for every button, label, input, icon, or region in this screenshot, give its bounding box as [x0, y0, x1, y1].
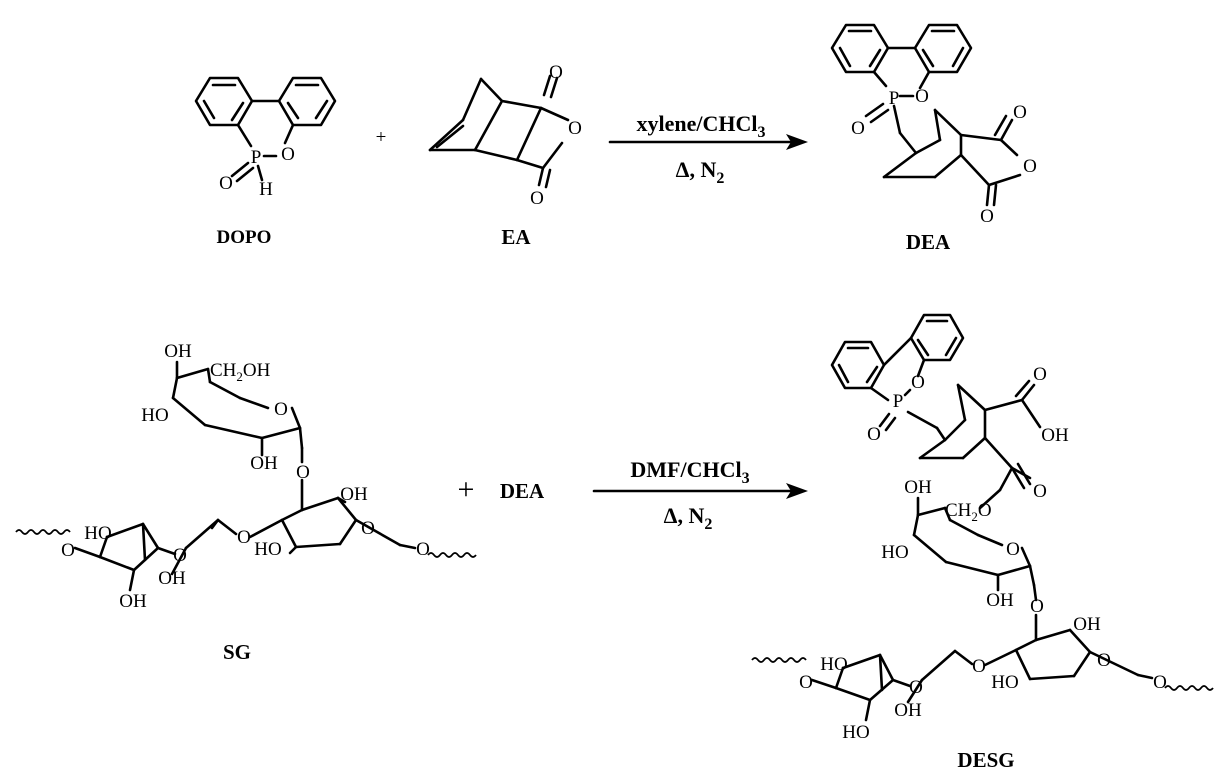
sg-o-left-end: O — [61, 540, 75, 561]
desg-oh-left-mid: OH — [894, 700, 922, 721]
reaction-arrow-2 — [592, 483, 808, 499]
sg-structure: OH CH2OH O HO OH O OH O HO O HO O OH OH … — [15, 341, 477, 664]
ea-structure: O O O EA — [428, 62, 582, 249]
sg-right-ring-o: O — [361, 518, 375, 539]
sg-oh-top: OH — [164, 341, 192, 362]
sg-ho-gal: HO — [141, 405, 168, 426]
desg-oh-right: OH — [1073, 614, 1101, 635]
sg-oh-right: OH — [340, 484, 368, 505]
ea-ring-o: O — [568, 118, 582, 139]
desg-oh-gal: OH — [986, 590, 1014, 611]
sg-oh-left-mid: OH — [158, 568, 186, 589]
desg-bonds — [810, 313, 1154, 722]
desg-ester-carbonyl-o: O — [1033, 481, 1047, 502]
ea-bonds — [428, 74, 570, 189]
sg-left-ring-o: O — [173, 545, 187, 566]
dopo-ring-o-atom: O — [281, 144, 295, 165]
dopo-structure: P O H O DOPO — [194, 76, 337, 248]
dea-p-atom: P — [889, 88, 900, 109]
condition-2-bottom: Δ, N2 — [664, 503, 713, 533]
dea-bonds — [830, 23, 1022, 207]
condition-2-top: DMF/CHCl3 — [630, 457, 749, 487]
ea-label: EA — [501, 225, 531, 249]
ea-carbonyl-o-top: O — [549, 62, 563, 83]
desg-acid-oh: OH — [1041, 425, 1069, 446]
dopo-label: DOPO — [217, 227, 272, 248]
desg-dopo-ring-o: O — [911, 372, 925, 393]
desg-ho-right: HO — [991, 672, 1018, 693]
sg-ho-right: HO — [254, 539, 281, 560]
desg-acid-o: O — [1033, 364, 1047, 385]
dea-ring-o-atom: O — [915, 86, 929, 107]
dopo-h-atom: H — [259, 179, 273, 200]
desg-label: DESG — [957, 748, 1014, 772]
sg-glycosidic-o: O — [296, 462, 310, 483]
desg-p-atom: P — [893, 391, 904, 412]
plus-sign-2: + — [458, 473, 475, 506]
desg-o-right-end: O — [1153, 672, 1167, 693]
desg-mid-o: O — [972, 656, 986, 677]
sg-oh-left-bottom: OH — [119, 591, 147, 612]
sg-label: SG — [223, 640, 251, 664]
desg-ho-left-bottom: HO — [842, 722, 869, 743]
desg-gal-ring-o: O — [1006, 539, 1020, 560]
plus-sign-1: + — [376, 127, 387, 148]
dea-label: DEA — [906, 230, 951, 254]
desg-ho-gal: HO — [881, 542, 908, 563]
dea-structure: P O O O O O DEA — [830, 23, 1037, 254]
dopo-oxo-atom: O — [219, 173, 233, 194]
desg-o-left-end: O — [799, 672, 813, 693]
dopo-p-atom: P — [251, 147, 262, 168]
desg-chain-wave-right — [1164, 685, 1214, 691]
desg-left-ring-o: O — [909, 677, 923, 698]
sg-o-right-end: O — [416, 539, 430, 560]
reagent-dea: DEA — [500, 479, 545, 503]
desg-glycosidic-o: O — [1030, 596, 1044, 617]
sg-mid-o: O — [237, 527, 251, 548]
sg-gal-ring-o: O — [274, 399, 288, 420]
dea-ring-o: O — [1023, 156, 1037, 177]
sg-bonds — [73, 360, 417, 592]
desg-right-ring-o: O — [1097, 650, 1111, 671]
dea-oxo-atom: O — [851, 118, 865, 139]
desg-structure: P O O O OH O OH CH2O O HO OH O OH O HO O… — [751, 313, 1214, 772]
sg-ho-left: HO — [84, 523, 111, 544]
sg-chain-wave-right — [427, 552, 477, 558]
desg-oh-top: OH — [904, 477, 932, 498]
ea-carbonyl-o-bottom: O — [530, 188, 544, 209]
condition-1-top: xylene/CHCl3 — [637, 111, 766, 141]
dea-carbonyl-o-bottom: O — [980, 206, 994, 227]
sg-ch2oh: CH2OH — [210, 360, 271, 384]
condition-1-bottom: Δ, N2 — [676, 157, 725, 187]
desg-chain-wave-left — [751, 657, 807, 663]
desg-oxo-atom: O — [867, 424, 881, 445]
reaction-arrow-1 — [608, 134, 808, 150]
sg-chain-wave-left — [15, 529, 71, 535]
dea-carbonyl-o-top: O — [1013, 102, 1027, 123]
sg-oh-gal: OH — [250, 453, 278, 474]
dopo-bonds — [194, 76, 337, 183]
desg-ho-left: HO — [820, 654, 847, 675]
desg-ch2o: CH2O — [945, 500, 992, 524]
